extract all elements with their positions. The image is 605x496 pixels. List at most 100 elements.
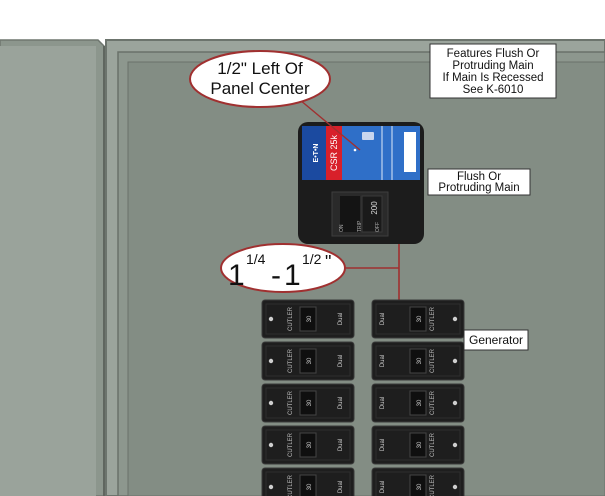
breaker-dual-label: Dual: [380, 439, 386, 451]
gap-whole-1: 1: [228, 259, 245, 292]
breaker-rating: 30: [417, 399, 423, 406]
main-rating: 200: [370, 201, 379, 215]
breaker-handle[interactable]: [409, 306, 427, 332]
left-of-center-callout: 1/2" Left Of Panel Center: [189, 50, 361, 151]
recess-note-box: [429, 43, 557, 99]
breaker-handle[interactable]: [409, 474, 427, 496]
gap-dimension-oval: [220, 243, 346, 293]
breaker-screw-icon: [452, 484, 458, 490]
breaker-screw-icon: [268, 442, 274, 448]
left-breaker-4[interactable]: 30 Dual CUTLER: [261, 425, 355, 465]
breaker-brand-label: CUTLER: [288, 348, 294, 373]
left-breaker-3[interactable]: 30 Dual CUTLER: [261, 383, 355, 423]
main-indicator: [362, 132, 374, 140]
breaker-rating: 30: [417, 357, 423, 364]
recess-note-line-1: Features Flush Or: [447, 48, 540, 60]
gap-fraction-1: 1/4: [246, 251, 266, 267]
recess-note-line-2: Protruding Main: [452, 60, 533, 72]
breaker-brand-label: CUTLER: [430, 306, 436, 331]
breaker-handle[interactable]: [409, 432, 427, 458]
main-breaker: CSR 25k E•T•N 200 ON TRIP OFF: [298, 122, 424, 244]
breaker-inset: [375, 471, 461, 496]
breaker-brand-label: CUTLER: [430, 432, 436, 457]
breaker-brand-label: CUTLER: [288, 432, 294, 457]
main-handle: [340, 196, 360, 232]
right-breaker-4[interactable]: 30 Dual CUTLER: [371, 425, 465, 465]
breaker-handle[interactable]: [299, 348, 317, 374]
flush-main-box: [427, 168, 531, 196]
right-breaker-3[interactable]: 30 Dual CUTLER: [371, 383, 465, 423]
breaker-inset: [265, 471, 351, 496]
breaker-inset: [375, 429, 461, 461]
generator-callout: Generator: [463, 329, 529, 351]
breaker-screw-icon: [268, 358, 274, 364]
gap-whole-2: 1: [284, 259, 301, 292]
main-handle-trip: TRIP: [357, 220, 363, 232]
flush-main-line-2: Protruding Main: [438, 182, 519, 194]
main-handle-on: ON: [339, 224, 345, 232]
generator-box: [463, 329, 529, 351]
breaker-handle[interactable]: [299, 474, 317, 496]
breaker-dual-label: Dual: [380, 355, 386, 367]
breaker-brand-label: CUTLER: [288, 306, 294, 331]
breaker-brand-label: CUTLER: [288, 390, 294, 415]
recess-note-line-4: See K-6010: [463, 84, 524, 96]
breaker-brand-label: CUTLER: [430, 348, 436, 373]
breaker-brand-label: CUTLER: [288, 474, 294, 496]
recess-note-callout: Features Flush Or Protruding Main If Mai…: [429, 43, 557, 99]
breaker-rating: 30: [307, 399, 313, 406]
breaker-screw-icon: [452, 442, 458, 448]
breaker-brand-label: CUTLER: [430, 474, 436, 496]
breaker-inset: [375, 387, 461, 419]
generator-label: Generator: [469, 333, 523, 347]
left-breaker-5[interactable]: 30 Dual CUTLER: [261, 467, 355, 496]
left-of-center-oval: [189, 50, 331, 108]
breaker-inset: [265, 429, 351, 461]
right-breaker-1[interactable]: 30 Dual CUTLER: [371, 299, 465, 339]
gap-quote: ": [325, 252, 331, 272]
breaker-rating: 30: [417, 315, 423, 322]
main-label-window: [404, 132, 416, 172]
breaker-handle[interactable]: [299, 432, 317, 458]
right-breaker-2[interactable]: 30 Dual CUTLER: [371, 341, 465, 381]
flush-main-callout: Flush Or Protruding Main: [427, 168, 531, 196]
breaker-dual-label: Dual: [380, 397, 386, 409]
breaker-dual-label: Dual: [338, 481, 344, 493]
breaker-handle[interactable]: [299, 390, 317, 416]
gap-dash: -: [271, 259, 281, 292]
breaker-dual-label: Dual: [380, 313, 386, 325]
main-handle-off: OFF: [375, 222, 381, 232]
flush-main-line-1: Flush Or: [457, 171, 501, 183]
breaker-screw-icon: [268, 316, 274, 322]
breaker-handle[interactable]: [409, 348, 427, 374]
breaker-dual-label: Dual: [380, 481, 386, 493]
breaker-handle[interactable]: [299, 306, 317, 332]
breaker-screw-icon: [452, 358, 458, 364]
breaker-rating: 30: [417, 483, 423, 490]
breaker-inset: [375, 345, 461, 377]
recess-note-line-3: If Main Is Recessed: [443, 72, 544, 84]
breaker-screw-icon: [268, 400, 274, 406]
breaker-dual-label: Dual: [338, 439, 344, 451]
breaker-rating: 30: [307, 357, 313, 364]
left-of-center-line-2: Panel Center: [210, 79, 310, 98]
breaker-brand-label: CUTLER: [430, 390, 436, 415]
main-model-label: CSR 25k: [329, 134, 339, 171]
breaker-handle[interactable]: [409, 390, 427, 416]
breaker-rating: 30: [417, 441, 423, 448]
breaker-inset: [265, 303, 351, 335]
breaker-inset: [265, 345, 351, 377]
right-breaker-5[interactable]: 30 Dual CUTLER: [371, 467, 465, 496]
breaker-dual-label: Dual: [338, 397, 344, 409]
main-red-strip: [326, 126, 342, 180]
breaker-rating: 30: [307, 483, 313, 490]
breaker-screw-icon: [268, 484, 274, 490]
breaker-dual-label: Dual: [338, 313, 344, 325]
cabinet-door: [0, 39, 121, 496]
breaker-rating: 30: [307, 441, 313, 448]
breaker-screw-icon: [452, 316, 458, 322]
